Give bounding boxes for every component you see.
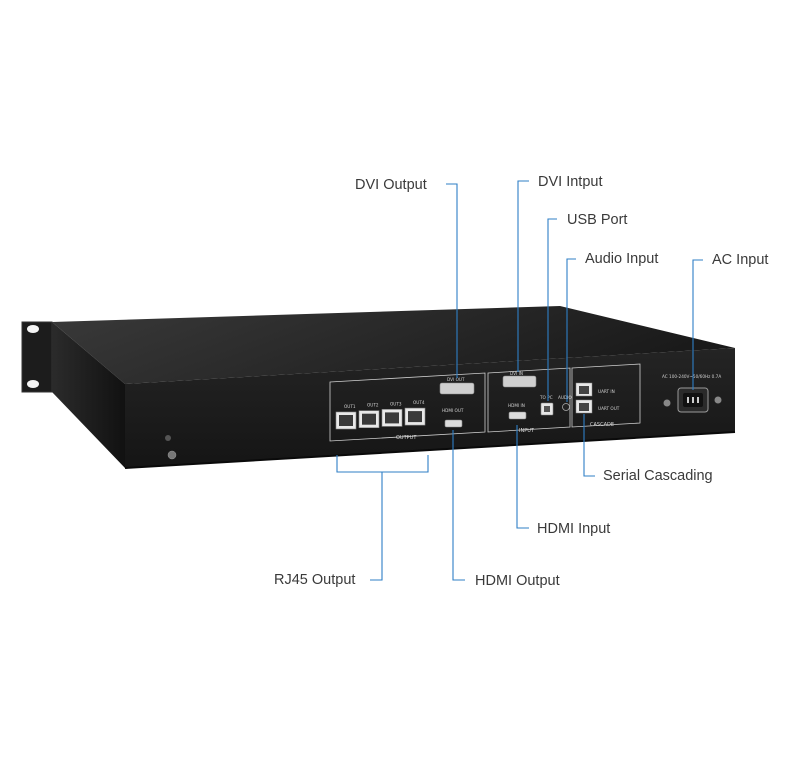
uart-in-label: UART IN bbox=[598, 389, 615, 394]
to-pc-label: TO PC bbox=[539, 395, 553, 400]
leader-lines bbox=[336, 180, 703, 581]
label-rj45-output: RJ45 Output bbox=[274, 572, 355, 588]
label-hdmi-input: HDMI Input bbox=[537, 521, 610, 537]
output-port-label: OUT4 bbox=[413, 400, 425, 405]
screw-icon bbox=[165, 435, 171, 441]
rj45-socket bbox=[408, 411, 422, 423]
label-dvi-input: DVI Intput bbox=[538, 174, 602, 190]
dvi-in-label: DVI IN bbox=[510, 371, 523, 376]
label-hdmi-output: HDMI Output bbox=[475, 573, 560, 589]
hdmi-in-port bbox=[508, 411, 527, 420]
leader-rj45-bracket bbox=[336, 455, 429, 473]
uart-out-label: UART OUT bbox=[598, 406, 620, 411]
rj45-socket bbox=[362, 413, 376, 425]
input-panel: DVI IN HDMI IN TO PC AUDIO INPUT bbox=[487, 367, 572, 434]
chassis-side bbox=[52, 322, 125, 468]
leader-rj45-output bbox=[370, 472, 383, 581]
chassis-back bbox=[125, 348, 735, 468]
output-port-label: OUT2 bbox=[367, 403, 379, 408]
leader-audio-input bbox=[566, 258, 576, 402]
label-audio-input: Audio Input bbox=[585, 251, 658, 267]
label-dvi-output: DVI Output bbox=[355, 177, 427, 193]
callout-labels: DVI Output DVI Intput USB Port Audio Inp… bbox=[274, 174, 768, 589]
leader-ac-input bbox=[692, 259, 703, 390]
power-rating-label: AC 100-240V~50/60Hz 0.7A bbox=[662, 374, 721, 379]
audio-label: AUDIO bbox=[558, 395, 572, 400]
output-port-label: OUT3 bbox=[390, 401, 402, 406]
output-port-label: OUT1 bbox=[344, 404, 356, 409]
rack-ear bbox=[21, 321, 53, 393]
rj45-socket bbox=[385, 412, 399, 424]
label-serial-cascading: Serial Cascading bbox=[603, 468, 713, 484]
leader-hdmi-output bbox=[452, 430, 465, 581]
label-usb-port: USB Port bbox=[567, 212, 627, 228]
power-section: AC 100-240V~50/60Hz 0.7A bbox=[662, 374, 722, 413]
output-group-label: OUTPUT bbox=[396, 435, 417, 441]
hdmi-out-port bbox=[444, 419, 463, 428]
chassis-top bbox=[52, 306, 735, 384]
hdmi-out-label: HDMI OUT bbox=[442, 408, 464, 413]
leader-usb-port bbox=[547, 218, 557, 401]
audio-jack bbox=[562, 403, 570, 411]
cascade-panel: UART IN UART OUT CASCADE bbox=[571, 363, 641, 428]
label-ac-input: AC Input bbox=[712, 252, 768, 268]
dvi-out-label: DVI OUT bbox=[447, 377, 465, 382]
hdmi-in-label: HDMI IN bbox=[508, 403, 525, 408]
leader-dvi-input bbox=[517, 180, 529, 372]
screw-icon bbox=[663, 399, 671, 407]
dvi-out-port bbox=[439, 382, 475, 395]
leader-hdmi-input bbox=[516, 425, 529, 529]
input-group-label: INPUT bbox=[519, 428, 535, 434]
screw-icon bbox=[714, 396, 722, 404]
cascade-group-label: CASCADE bbox=[590, 422, 614, 428]
leader-dvi-output bbox=[446, 183, 458, 378]
output-panel: OUT1 OUT2 OUT3 OUT4 OUTPUT DVI OUT HDMI OUT bbox=[329, 372, 486, 442]
leader-serial-cascading bbox=[583, 414, 595, 477]
rj45-socket bbox=[339, 415, 353, 426]
dvi-in-port bbox=[502, 375, 537, 388]
ground-screw-icon bbox=[167, 450, 177, 460]
